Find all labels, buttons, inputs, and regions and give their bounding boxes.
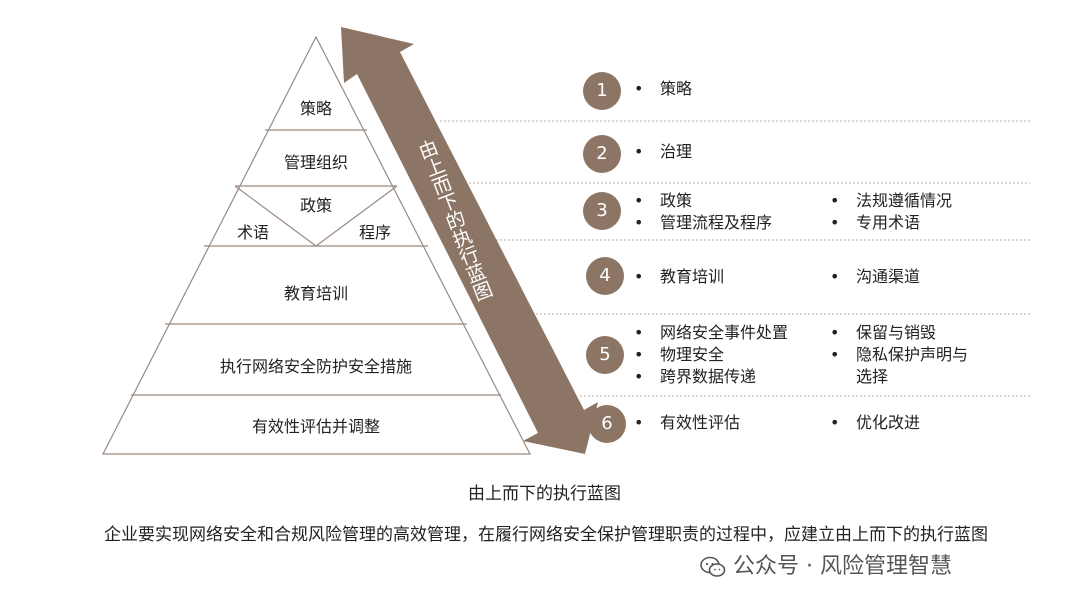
row-4-col2: 沟通渠道 <box>830 266 920 288</box>
list-item: 保留与销毁 <box>830 322 968 344</box>
list-item-continuation-text: 选择 <box>856 367 889 386</box>
pyramid-level-procedure: 程序 <box>358 223 392 242</box>
list-item: 优化改进 <box>830 412 920 434</box>
row-5-col1: 网络安全事件处置 物理安全 跨界数据传递 <box>634 322 788 388</box>
list-item: 隐私保护声明与 <box>830 344 968 366</box>
list-item: 物理安全 <box>634 344 788 366</box>
step-number-5: 5 <box>586 336 624 374</box>
list-item: 网络安全事件处置 <box>634 322 788 344</box>
pyramid-level-training: 教育培训 <box>283 284 349 303</box>
pyramid-level-evaluation: 有效性评估并调整 <box>251 417 381 436</box>
row-4-col1: 教育培训 <box>634 266 724 288</box>
figure-caption: 由上而下的执行蓝图 <box>468 484 621 504</box>
pyramid-level-management: 管理组织 <box>283 153 349 172</box>
row-5-col2: 保留与销毁 隐私保护声明与 选择 <box>830 322 968 388</box>
pyramid-level-strategy: 策略 <box>299 99 333 118</box>
list-item-continuation: 选择 <box>830 366 968 388</box>
step-number-2: 2 <box>583 135 621 173</box>
row-3-col2: 法规遵循情况 专用术语 <box>830 190 952 234</box>
list-item: 跨界数据传递 <box>634 366 788 388</box>
watermark-text: 公众号 · 风险管理智慧 <box>733 554 952 579</box>
list-item: 治理 <box>634 141 692 163</box>
list-item: 管理流程及程序 <box>634 212 772 234</box>
step-number-6: 6 <box>588 405 626 443</box>
step-number-1: 1 <box>583 72 621 110</box>
list-item: 法规遵循情况 <box>830 190 952 212</box>
list-item: 沟通渠道 <box>830 266 920 288</box>
row-6-col1: 有效性评估 <box>634 412 740 434</box>
pyramid-level-policy: 政策 <box>299 196 333 215</box>
pyramid-level-terminology: 术语 <box>236 223 270 242</box>
watermark: 公众号 · 风险管理智慧 <box>700 548 952 580</box>
list-item: 策略 <box>634 78 692 100</box>
row-6-col2: 优化改进 <box>830 412 920 434</box>
body-paragraph: 企业要实现网络安全和合规风险管理的高效管理，在履行网络安全保护管理职责的过程中，… <box>104 525 988 545</box>
row-1-col1: 策略 <box>634 78 692 100</box>
row-3-col1: 政策 管理流程及程序 <box>634 190 772 234</box>
top-down-arrow <box>341 27 598 454</box>
list-item: 专用术语 <box>830 212 952 234</box>
wechat-icon <box>700 556 726 577</box>
pyramid-level-execution: 执行网络安全防护安全措施 <box>219 357 413 376</box>
step-number-4: 4 <box>586 257 624 295</box>
row-2-col1: 治理 <box>634 141 692 163</box>
list-item: 有效性评估 <box>634 412 740 434</box>
list-item: 政策 <box>634 190 772 212</box>
list-item: 教育培训 <box>634 266 724 288</box>
step-number-3: 3 <box>583 192 621 230</box>
